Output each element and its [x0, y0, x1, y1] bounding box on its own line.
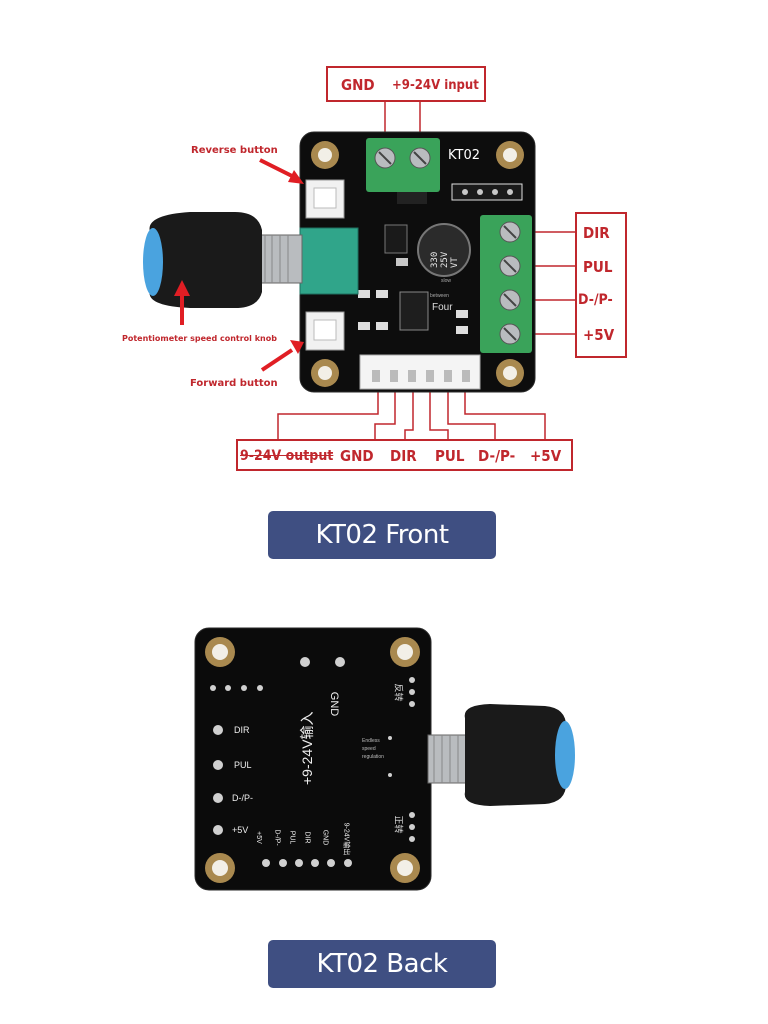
top-label-gnd: GND — [341, 76, 375, 94]
cap-line-1: 330 — [430, 251, 440, 268]
back-forward-label: 正转 — [393, 815, 404, 834]
right-label-dp: D-/P- — [578, 292, 613, 308]
back-bottom-gnd: GND — [321, 829, 329, 846]
right-label-pul: PUL — [583, 258, 613, 276]
mounting-holes — [311, 141, 524, 387]
bottom-label-dir: DIR — [390, 447, 417, 465]
bottom-label-dp: D-/P- — [478, 447, 516, 465]
bottom-label-output: 9-24V output — [240, 448, 334, 464]
capacitor-label: 330 25V VT — [430, 252, 460, 268]
bottom-label-5v: +5V — [530, 447, 562, 465]
top-label-input: +9-24V input — [392, 78, 479, 93]
right-label-dir: DIR — [583, 224, 610, 242]
back-bottom-output: 9-24V输出 — [342, 822, 350, 856]
back-speed-label: Endless speed regulation — [362, 737, 384, 761]
annotation-reverse-button: Reverse button — [191, 145, 278, 156]
bottom-label-box — [236, 439, 573, 471]
back-left-label-dp: D-/P- — [232, 793, 253, 803]
cap-line-2: 25V — [440, 251, 450, 268]
board-text-slow: slow — [441, 278, 452, 284]
back-reverse-label: 反转 — [393, 683, 404, 702]
right-label-5v: +5V — [583, 326, 615, 344]
speed-line-1: Endless — [362, 738, 380, 744]
top-label-box — [326, 66, 486, 102]
annotation-pot-knob: Potentiometer speed control knob — [122, 334, 277, 343]
board-text-between: between — [430, 293, 449, 299]
back-bottom-dir: DIR — [303, 831, 311, 844]
board-text-four: Four — [432, 302, 453, 313]
back-diagram — [194, 627, 575, 891]
back-bottom-labels: +5V D-/P- PUL DIR GND 9-24V输出 — [252, 820, 372, 860]
speed-line-2: speed — [362, 746, 376, 752]
bottom-label-gnd: GND — [340, 447, 374, 465]
front-diagram — [143, 100, 575, 440]
back-input-label: +9-24V输入 — [299, 711, 315, 785]
caption-front: KT02 Front — [268, 511, 496, 559]
bottom-label-pul: PUL — [435, 447, 465, 465]
back-gnd-label: GND — [328, 691, 341, 717]
back-left-label-5v: +5V — [232, 825, 249, 835]
annotation-forward-button: Forward button — [190, 378, 278, 389]
back-bottom-5v: +5V — [254, 831, 262, 844]
back-bottom-pul: PUL — [288, 830, 296, 845]
board-label: KT02 — [448, 148, 480, 163]
back-bottom-dp: D-/P- — [273, 829, 281, 846]
cap-line-3: VT — [450, 257, 460, 268]
back-left-label-dir: DIR — [234, 725, 250, 735]
speed-line-3: regulation — [362, 754, 384, 760]
caption-back: KT02 Back — [268, 940, 496, 988]
back-left-label-pul: PUL — [234, 760, 252, 770]
right-label-box — [575, 212, 627, 358]
